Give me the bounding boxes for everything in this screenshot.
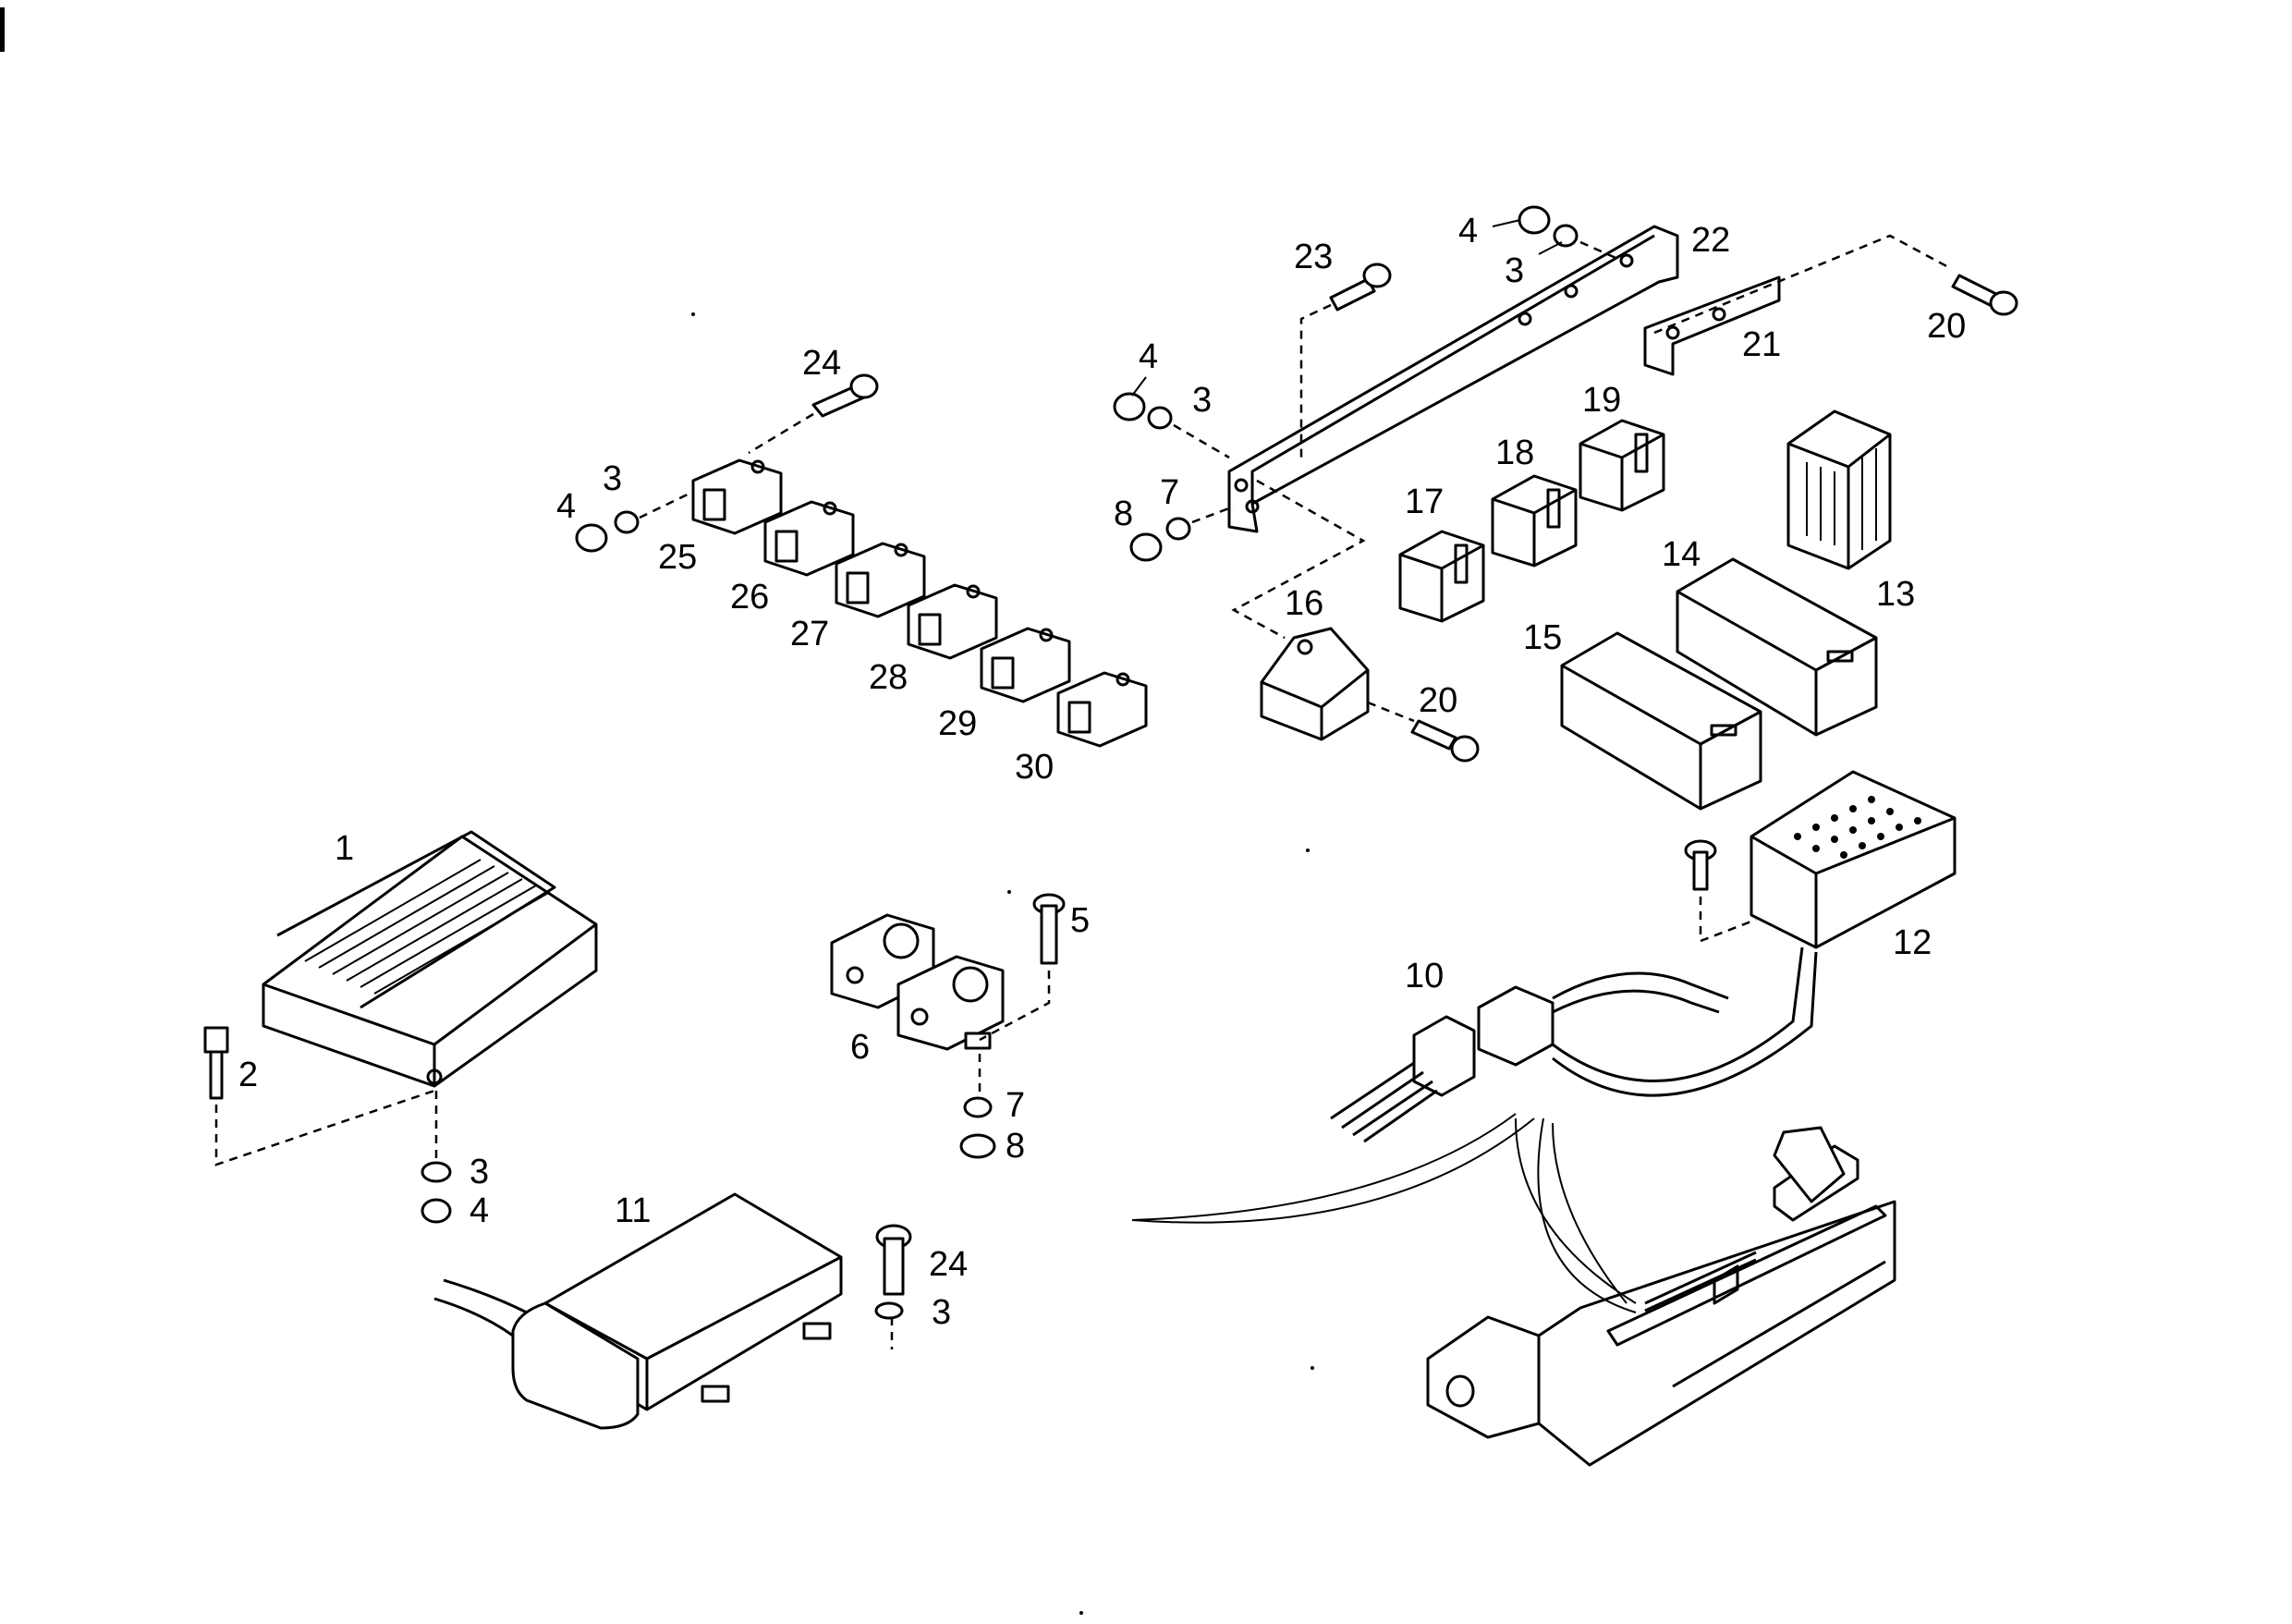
part-12-fuse-box	[1749, 770, 1957, 949]
part-1-control-box	[262, 830, 598, 1088]
callout-28: 28	[869, 658, 908, 697]
part-23-bolt	[1299, 263, 1392, 462]
corner-mark	[0, 7, 5, 52]
part-12-screw	[1684, 839, 1757, 943]
part-2-screw	[203, 1026, 435, 1166]
stray-dot	[691, 312, 695, 316]
callout-19: 19	[1582, 381, 1621, 420]
callout-11: 11	[615, 1191, 651, 1230]
callout-3-lower: 3	[932, 1293, 951, 1332]
callout-23: 23	[1294, 238, 1333, 276]
callout-24-upper: 24	[802, 344, 841, 383]
part-22-bracket	[1227, 225, 1679, 533]
part-19-relay	[1579, 419, 1665, 512]
callout-18: 18	[1495, 433, 1534, 472]
part-11-module	[433, 1192, 843, 1430]
part-7-8-washer-nut-lower	[959, 1054, 996, 1159]
part-18-relay	[1491, 474, 1578, 568]
callout-3: 3	[469, 1153, 489, 1191]
stray-dot	[1306, 849, 1310, 852]
callout-15: 15	[1523, 618, 1562, 657]
stray-dot	[1007, 890, 1011, 894]
part-20-bolt-mid	[1367, 701, 1480, 763]
callout-10: 10	[1405, 957, 1444, 995]
callout-4: 4	[469, 1191, 489, 1230]
dashed-link-20-top	[1653, 234, 1951, 335]
callout-17: 17	[1405, 482, 1444, 521]
callout-8: 8	[1006, 1127, 1025, 1166]
dashed-link-16	[1231, 479, 1366, 640]
callout-26: 26	[730, 578, 769, 617]
part-3-4-washers-left	[1113, 392, 1230, 459]
callout-4-upper-left: 4	[556, 487, 576, 526]
callout-3-upper-left: 3	[603, 459, 622, 498]
callout-12: 12	[1893, 923, 1932, 962]
part-14-relay-block	[1676, 557, 1878, 737]
callout-labels: 1 2 3 4 5 6 7 8 10 11 12 13 14 15 16 17 …	[238, 212, 1966, 1332]
location-leader-lines	[1131, 1113, 1637, 1313]
part-21-rail	[1643, 275, 1781, 376]
callout-7: 7	[1006, 1086, 1025, 1125]
callout-6: 6	[850, 1028, 870, 1067]
part-15-relay-block	[1560, 631, 1762, 811]
stray-dot	[1311, 1366, 1314, 1370]
part-17-relay	[1398, 530, 1485, 623]
callout-13: 13	[1876, 575, 1915, 614]
callout-5: 5	[1070, 901, 1090, 940]
callout-8-mid: 8	[1114, 495, 1133, 533]
parts-25-30-connectors	[691, 458, 1148, 748]
part-5-screw	[979, 893, 1066, 1042]
part-16-relay-base	[1260, 627, 1370, 741]
part-13-relay-socket	[1786, 409, 1892, 570]
callout-25: 25	[658, 538, 697, 577]
callout-2: 2	[238, 1056, 258, 1094]
callout-27: 27	[790, 615, 829, 653]
part-10-wiring-harness	[1330, 946, 1818, 1143]
callout-3-top: 3	[1505, 251, 1524, 290]
callout-24-lower: 24	[929, 1245, 968, 1284]
part-20-bolt-top	[1951, 274, 2018, 316]
callout-7-mid: 7	[1160, 473, 1179, 512]
vehicle-console-location	[1426, 1126, 1896, 1467]
callout-21: 21	[1742, 325, 1781, 364]
stray-dot	[1079, 1611, 1083, 1615]
callout-20-top: 20	[1927, 307, 1966, 346]
callout-22: 22	[1691, 221, 1730, 260]
part-7-8-washers-mid	[1129, 505, 1235, 562]
callout-4-top: 4	[1458, 212, 1478, 250]
callout-3-left: 3	[1192, 381, 1212, 420]
callout-1: 1	[335, 829, 354, 868]
callout-16: 16	[1285, 584, 1323, 623]
callout-14: 14	[1662, 535, 1701, 574]
callout-4-left: 4	[1139, 337, 1158, 376]
callout-30: 30	[1015, 748, 1054, 787]
part-24-bolt-lower	[874, 1224, 912, 1349]
number-leader-lines	[1131, 219, 1563, 397]
callout-29: 29	[938, 704, 977, 743]
callout-20-mid: 20	[1419, 681, 1457, 720]
part-24-bolt-upper	[575, 373, 879, 553]
part-3-4-washer-nut	[421, 1091, 452, 1224]
part-6-sensors	[830, 913, 1005, 1051]
